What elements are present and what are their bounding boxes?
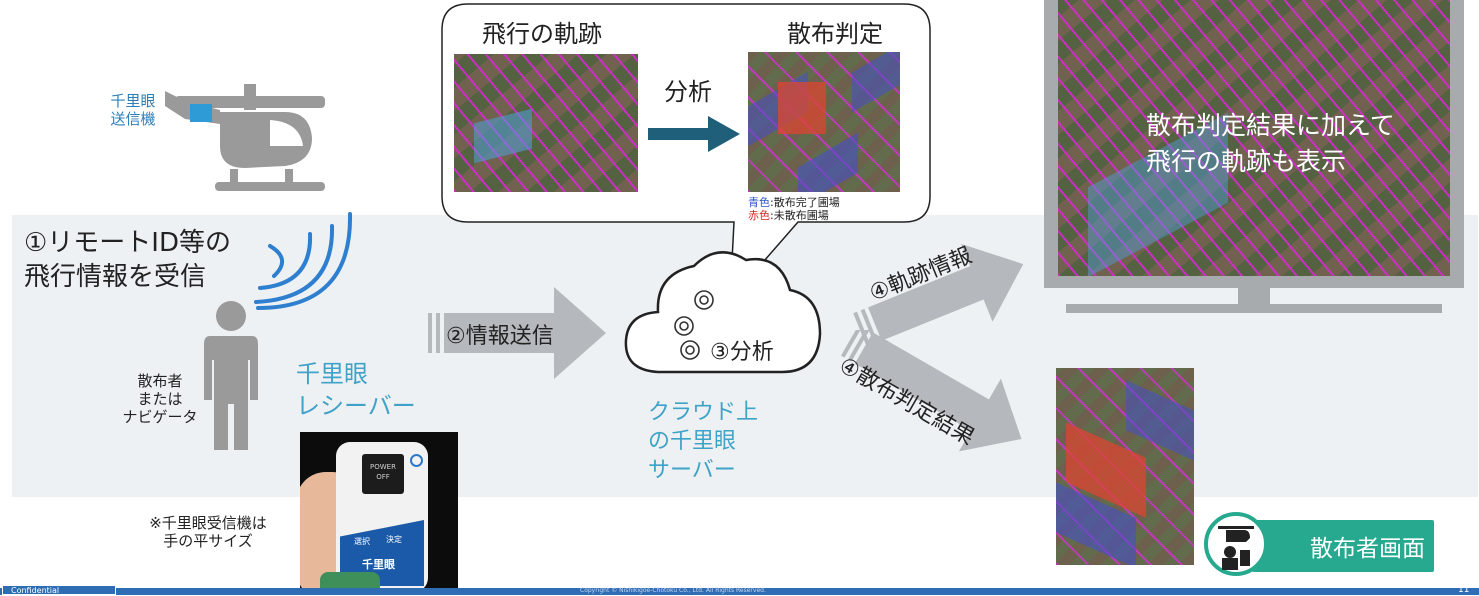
sprayer-avatar-icon bbox=[1204, 512, 1268, 576]
receiver-note: ※千里眼受信機は 手の平サイズ bbox=[149, 514, 267, 550]
legend-red-key: 赤色 bbox=[748, 209, 770, 222]
monitor-stand bbox=[1066, 304, 1442, 313]
send-arrow bbox=[428, 287, 606, 379]
device-button-decide: 決定 bbox=[386, 535, 402, 544]
judgement-map-image bbox=[748, 52, 900, 192]
receive-label: ①リモートID等の 飛行情報を受信 bbox=[24, 228, 231, 292]
cloud-icon bbox=[624, 251, 822, 374]
legend-blue-text: :散布完了圃場 bbox=[770, 196, 840, 209]
device-button-select: 選択 bbox=[354, 537, 370, 546]
cloud-server-label: クラウド上 の千里眼 サーバー bbox=[648, 400, 759, 483]
person-label: 散布者 または ナビゲータ bbox=[122, 372, 198, 426]
receiver-label: 千里眼 レシーバー bbox=[296, 360, 416, 420]
send-label: ②情報送信 bbox=[446, 324, 554, 349]
device-brand: 千里眼 bbox=[362, 558, 395, 571]
signal-waves-icon bbox=[254, 212, 353, 310]
judgement-title: 散布判定 bbox=[787, 20, 883, 48]
confidential-label: Confidential bbox=[2, 585, 116, 595]
track-title: 飛行の軌跡 bbox=[482, 20, 602, 48]
monitor-screen-map bbox=[1058, 0, 1450, 276]
page-number: 11 bbox=[1458, 585, 1470, 595]
sprayer-screen-label: 散布者画面 bbox=[1310, 536, 1425, 562]
person-icon bbox=[204, 301, 258, 450]
analyze-label: 分析 bbox=[664, 78, 712, 106]
helicopter-icon bbox=[165, 84, 325, 191]
monitor-neck bbox=[1238, 288, 1270, 304]
cloud-analysis-label: ③分析 bbox=[710, 340, 774, 365]
transmitter-label: 千里眼 送信機 bbox=[110, 92, 156, 128]
sprayer-screen-badge: 散布者画面 bbox=[1252, 520, 1434, 572]
copyright-text: Copyright © Nishikigoe-Chotoku Co., Ltd.… bbox=[580, 587, 766, 594]
device-screen-line1: POWER bbox=[370, 463, 396, 471]
power-icon bbox=[410, 454, 423, 467]
sprayer-map-image bbox=[1056, 368, 1194, 565]
analyze-arrow bbox=[648, 116, 740, 152]
result-arrow bbox=[841, 330, 1022, 452]
device-screen-line2: OFF bbox=[376, 473, 390, 481]
receiver-device-photo: POWER OFF 選択 決定 千里眼 bbox=[300, 432, 458, 595]
legend: 青色:散布完了圃場 赤色:未散布圃場 bbox=[748, 196, 840, 222]
monitor-text: 散布判定結果に加えて 飛行の軌跡も表示 bbox=[1146, 111, 1395, 176]
footer-bar bbox=[0, 588, 1479, 595]
legend-blue-key: 青色 bbox=[748, 196, 770, 209]
track-map-image bbox=[454, 54, 638, 192]
legend-red-text: :未散布圃場 bbox=[770, 209, 829, 222]
